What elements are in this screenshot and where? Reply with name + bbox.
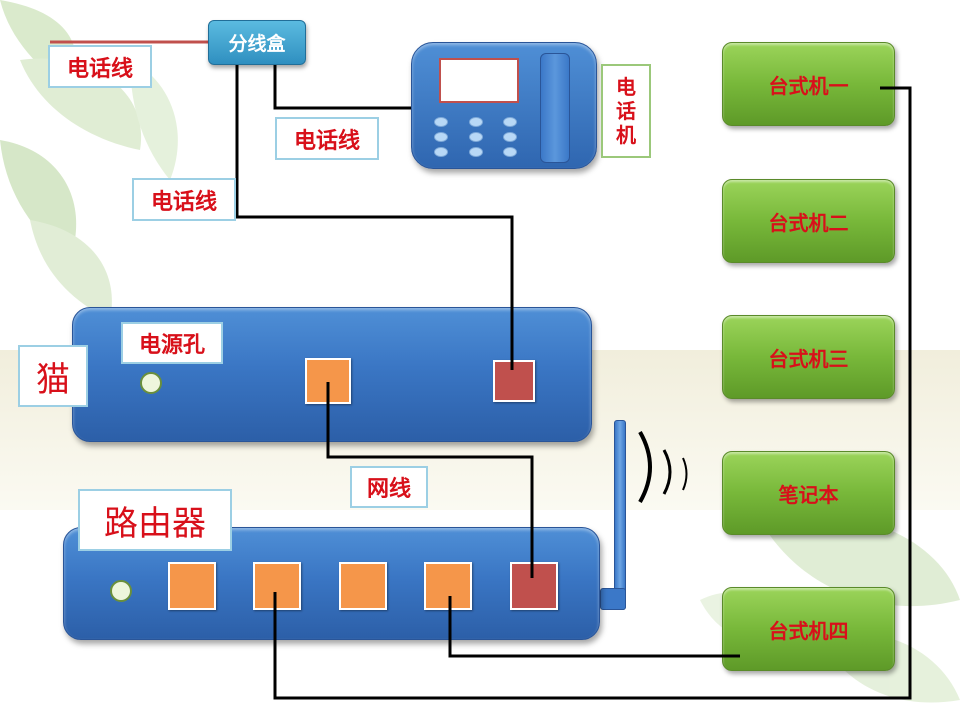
router-lan-port-3 xyxy=(339,562,387,610)
desktop-4: 台式机四 xyxy=(722,587,895,671)
router-lan-port-4 xyxy=(424,562,472,610)
router-antenna xyxy=(614,420,626,610)
router-antenna-base xyxy=(600,588,626,610)
label-phone-line-to-modem: 电话线 xyxy=(132,178,236,221)
label-network-cable: 网线 xyxy=(350,466,428,508)
desktop-2: 台式机二 xyxy=(722,179,895,263)
telephone-key xyxy=(503,132,517,142)
desktop-3: 台式机三 xyxy=(722,315,895,399)
telephone-key xyxy=(469,132,483,142)
telephone-screen xyxy=(439,58,519,103)
line-splitter: 分线盒 xyxy=(208,20,306,65)
label-telephone-char-3: 机 xyxy=(616,123,636,147)
modem-phone-port xyxy=(493,360,535,402)
modem-power-socket xyxy=(140,372,162,394)
telephone-handset xyxy=(540,53,570,163)
laptop: 笔记本 xyxy=(722,451,895,535)
telephone-key xyxy=(434,117,448,127)
label-phone-line-to-telephone: 电话线 xyxy=(275,117,379,160)
router-wan-port xyxy=(510,562,558,610)
label-modem-power-socket: 电源孔 xyxy=(121,322,223,364)
label-router: 路由器 xyxy=(78,489,232,551)
telephone-key xyxy=(469,147,483,157)
telephone-key xyxy=(434,147,448,157)
router-lan-port-1 xyxy=(168,562,216,610)
router-lan-port-2 xyxy=(253,562,301,610)
modem-lan-port xyxy=(305,358,351,404)
label-telephone: 电 话 机 xyxy=(601,64,651,158)
label-telephone-char-2: 话 xyxy=(616,99,636,123)
telephone-key xyxy=(469,117,483,127)
label-telephone-char-1: 电 xyxy=(616,75,636,99)
telephone-key xyxy=(503,117,517,127)
label-incoming-phone-line: 电话线 xyxy=(48,45,152,88)
label-modem: 猫 xyxy=(18,345,88,407)
router-power-indicator xyxy=(110,580,132,602)
desktop-1: 台式机一 xyxy=(722,42,895,126)
telephone-key xyxy=(503,147,517,157)
telephone-key xyxy=(434,132,448,142)
